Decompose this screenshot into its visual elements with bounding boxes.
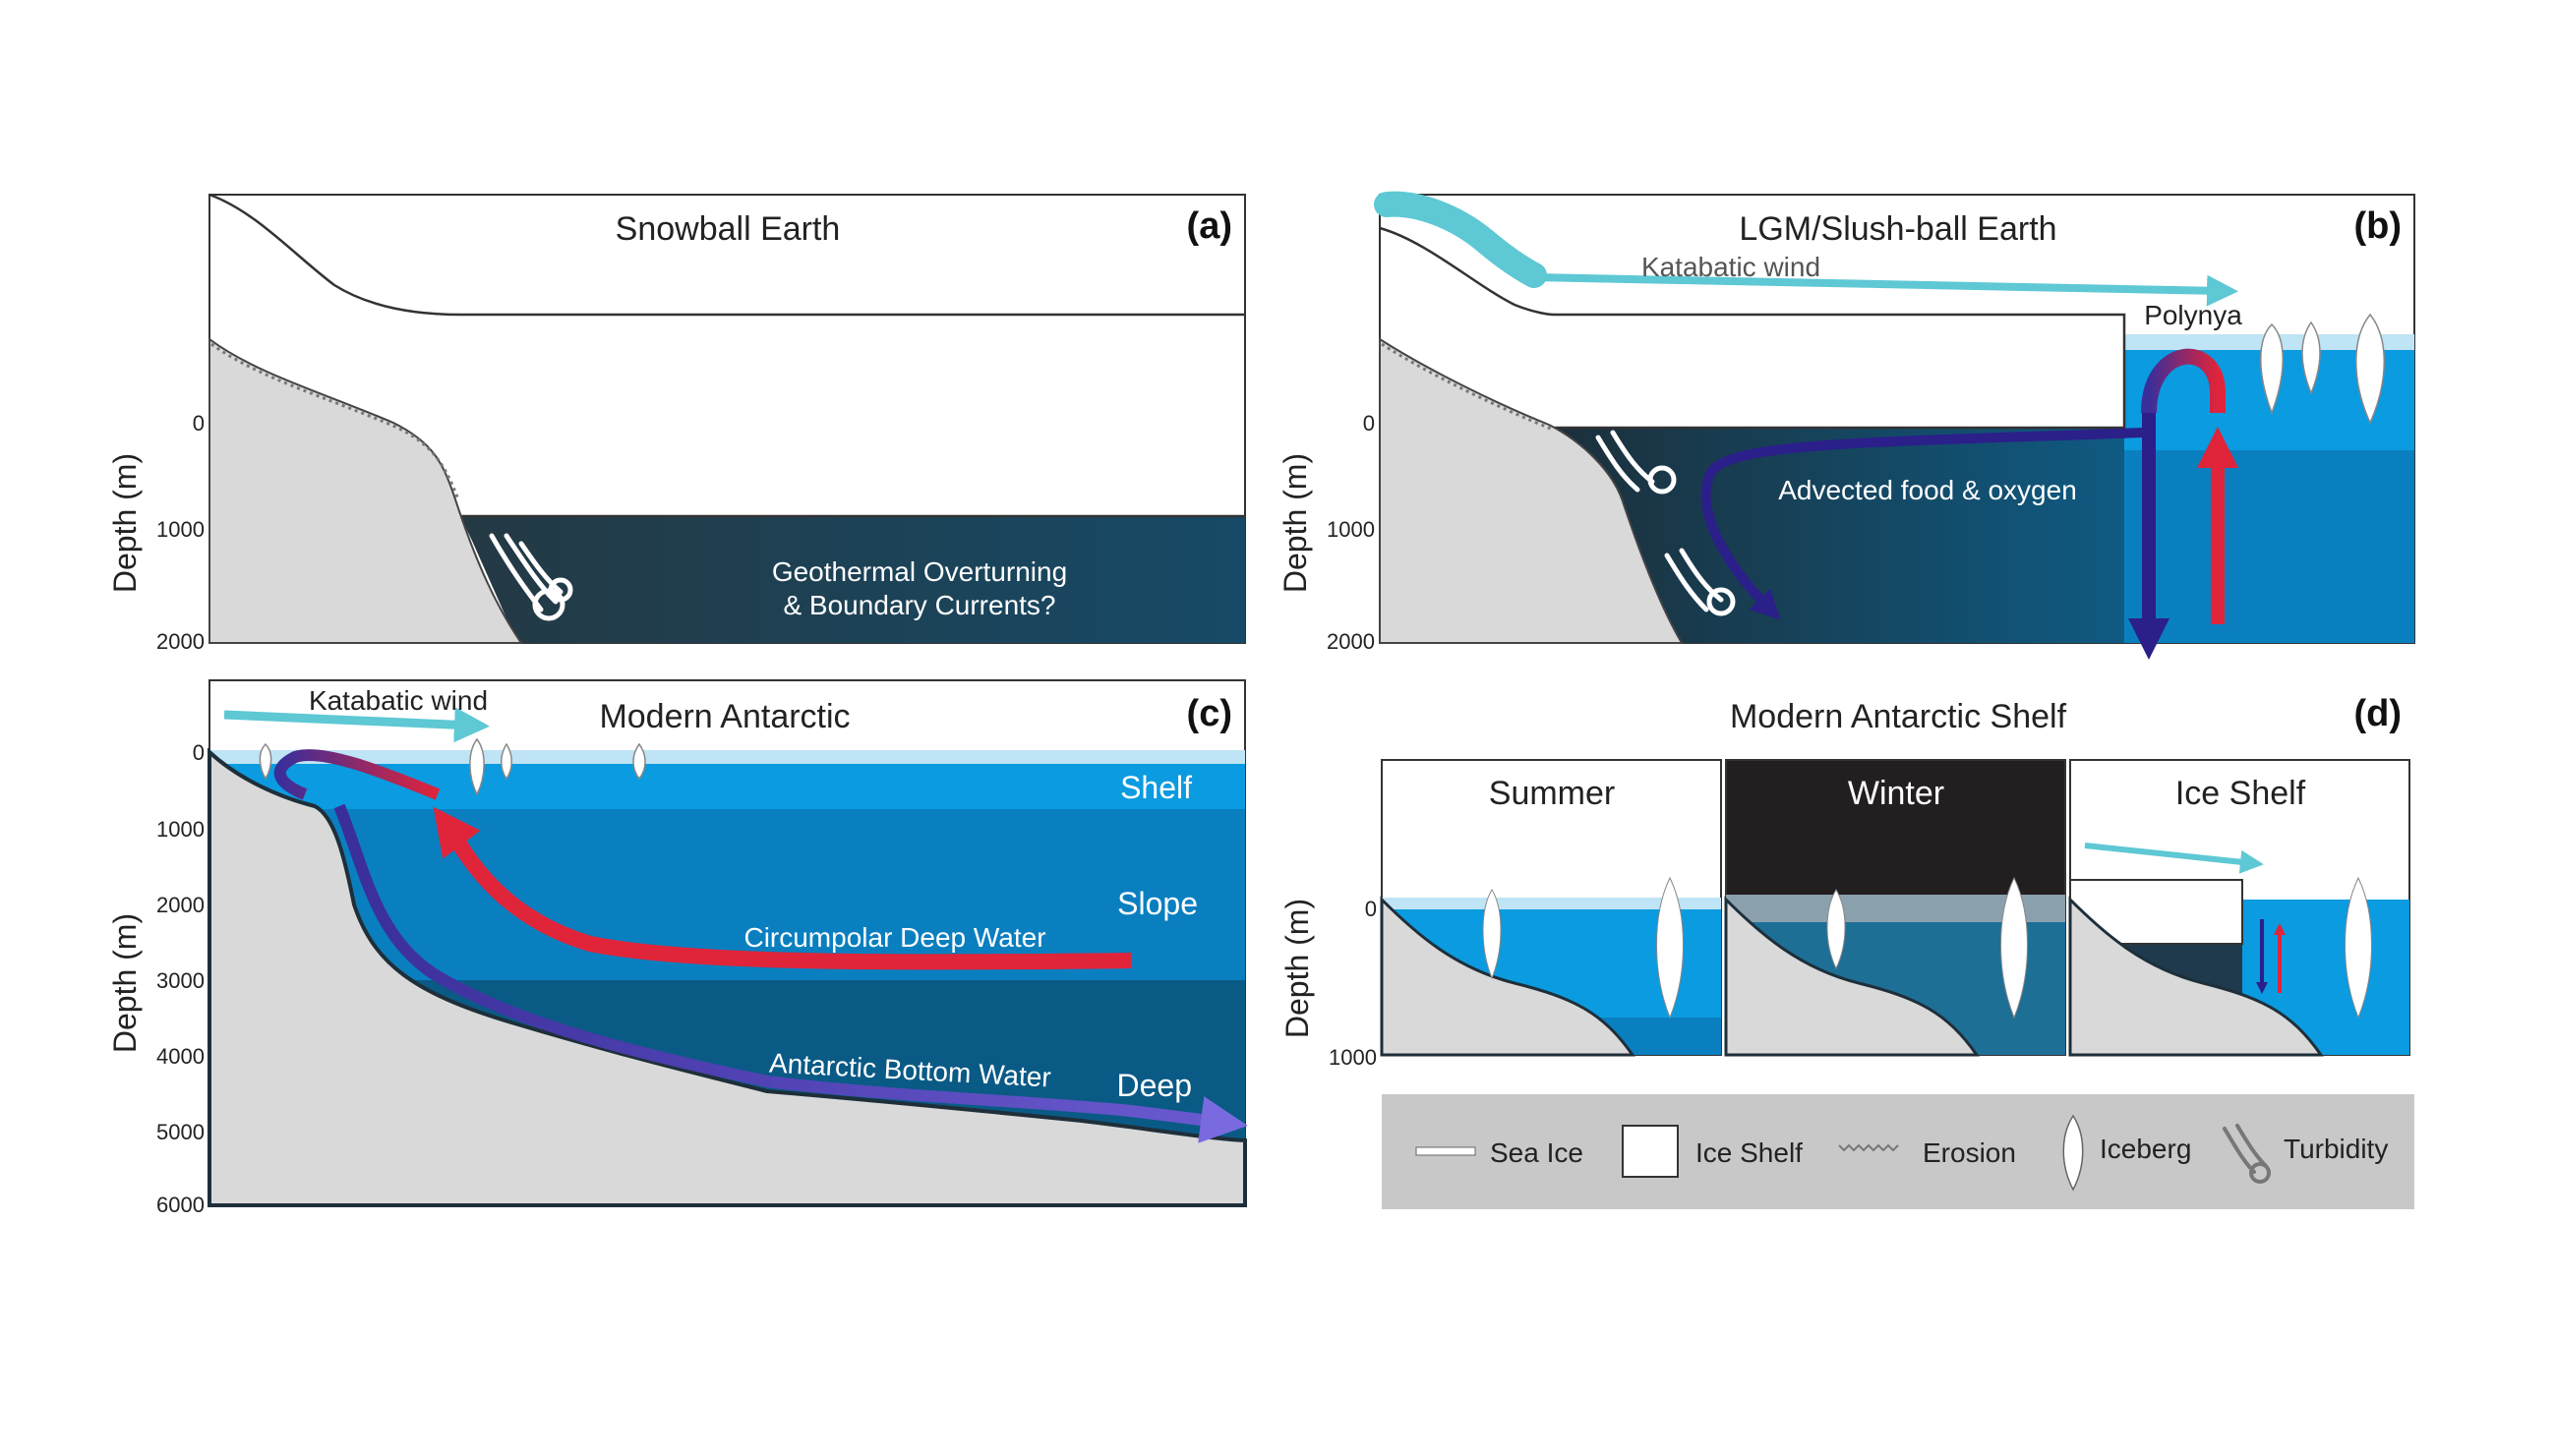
panel-d-tick-0: 0	[1365, 897, 1377, 921]
panel-a-title: Snowball Earth	[616, 210, 841, 248]
panel-a-label-line2: & Boundary Currents?	[783, 590, 1055, 620]
legend-turbidity: Turbidity	[2284, 1134, 2388, 1164]
panel-c-tick-6: 6000	[156, 1193, 205, 1217]
winter-land	[1724, 896, 1980, 1057]
panel-c: Modern Antarctic (c) Katabatic wind Shel…	[107, 679, 1248, 1217]
panel-b-advection-arrow	[1700, 428, 2145, 620]
legend-erosion: Erosion	[1923, 1137, 2016, 1168]
panel-b-polynya-lower-water	[2124, 450, 2414, 643]
iceshelf-katabatic-arrow	[2084, 843, 2264, 874]
panel-b-tick-0: 0	[1363, 411, 1375, 436]
panel-c-zone-shelf: Shelf	[1120, 770, 1192, 805]
iceshelf-iceberg	[2345, 876, 2372, 1019]
sea-ice-swatch	[1415, 1146, 1476, 1156]
legend-ice-shelf: Ice Shelf	[1695, 1137, 1803, 1168]
panel-c-tick-1: 1000	[156, 817, 205, 842]
panel-c-zone-slope: Slope	[1117, 886, 1198, 921]
panel-c-cdw-arrow	[433, 806, 1132, 970]
panel-c-tick-3: 3000	[156, 968, 205, 993]
panel-c-ylabel: Depth (m)	[107, 913, 143, 1053]
panel-b-ylabel: Depth (m)	[1278, 453, 1313, 593]
panel-a-tick-2: 2000	[156, 629, 205, 654]
panel-d-iceshelf: Ice Shelf	[2068, 759, 2410, 1057]
panel-c-tick-2: 2000	[156, 893, 205, 917]
panel-b-letter: (b)	[2353, 205, 2402, 247]
panel-a-tick-1: 1000	[156, 517, 205, 542]
panel-a-letter: (a)	[1187, 205, 1232, 247]
panel-b-erosion	[1381, 342, 1552, 431]
panel-a-tick-0: 0	[193, 411, 205, 436]
panel-b-tick-1: 1000	[1327, 517, 1375, 542]
panel-a: Snowball Earth (a) Geothermal Overturnin…	[107, 193, 1246, 654]
panel-c-tick-5: 5000	[156, 1120, 205, 1144]
panel-c-tick-0: 0	[193, 740, 205, 765]
panel-c-sea-ice	[209, 750, 1245, 764]
panel-b-turbidity-icon	[1595, 430, 1736, 616]
panel-d: Modern Antarctic Shelf (d) Summer Winter	[1279, 693, 2410, 1070]
winter-iceberg-2	[2000, 876, 2028, 1019]
panel-a-ice-sheet-top	[208, 193, 1245, 317]
winter-label: Winter	[1848, 775, 1944, 812]
summer-land	[1380, 896, 1635, 1057]
panel-d-title: Modern Antarctic Shelf	[1730, 698, 2067, 735]
legend-box	[1382, 1094, 2414, 1209]
ice-shelf-swatch	[1622, 1125, 1679, 1178]
panel-d-letter: (d)	[2353, 693, 2402, 734]
turbidity-swatch	[2223, 1124, 2271, 1184]
panel-b-title: LGM/Slush-ball Earth	[1739, 210, 2056, 248]
panel-b-ice-sheet	[1379, 226, 2126, 430]
erosion-swatch	[1838, 1143, 1899, 1152]
panel-a-erosion	[210, 342, 460, 500]
summer-sea-ice	[1382, 898, 1721, 909]
summer-iceberg-2	[1656, 876, 1684, 1019]
panel-c-shelf-loop	[273, 749, 441, 800]
panel-d-ylabel: Depth (m)	[1279, 899, 1315, 1038]
panel-a-label-line1: Geothermal Overturning	[772, 556, 1067, 587]
panel-b-flow-label: Advected food & oxygen	[1778, 475, 2077, 505]
panel-a-ylabel: Depth (m)	[107, 453, 143, 593]
iceshelf-label: Ice Shelf	[2175, 775, 2306, 812]
panel-a-dark-water	[460, 516, 1245, 643]
panel-c-land	[208, 747, 1247, 1207]
panel-b-wind-label: Katabatic wind	[1641, 252, 1820, 282]
panel-c-cdw-label: Circumpolar Deep Water	[743, 922, 1045, 953]
panel-c-tick-4: 4000	[156, 1044, 205, 1069]
panel-b-katabatic-plume	[1374, 191, 1547, 288]
panel-c-katabatic-arrow	[223, 707, 490, 743]
panel-d-tick-1: 1000	[1329, 1045, 1377, 1070]
panel-b-land	[1379, 337, 1684, 644]
panel-d-winter: Winter	[1724, 759, 2066, 1057]
summer-label: Summer	[1489, 775, 1615, 812]
iceshelf-land	[2068, 896, 2324, 1057]
panel-a-turbidity-icon	[489, 533, 573, 621]
panel-b-tick-2: 2000	[1327, 629, 1375, 654]
panel-b-icebergs	[2260, 313, 2385, 425]
summer-iceberg-1	[1482, 889, 1502, 980]
panel-d-summer: Summer	[1380, 759, 1722, 1057]
panel-b: LGM/Slush-ball Earth (b) Katabatic wind …	[1278, 191, 2415, 660]
iceberg-swatch	[2062, 1114, 2084, 1192]
panel-c-zone-deep: Deep	[1117, 1068, 1193, 1103]
panel-b-polynya-label: Polynya	[2144, 300, 2242, 330]
panel-c-aabw-arrow	[333, 803, 1248, 1143]
panel-c-icebergs	[259, 737, 646, 796]
panel-c-title: Modern Antarctic	[599, 698, 850, 735]
legend-iceberg: Iceberg	[2100, 1134, 2191, 1164]
panel-c-wind-label: Katabatic wind	[309, 685, 488, 716]
winter-iceberg-1	[1826, 889, 1846, 970]
legend: Sea Ice Ice Shelf Erosion Iceberg Turbid…	[1382, 1094, 2414, 1209]
panel-c-letter: (c)	[1187, 693, 1232, 734]
legend-sea-ice: Sea Ice	[1490, 1137, 1583, 1168]
panel-b-polynya-loop	[2141, 348, 2226, 414]
